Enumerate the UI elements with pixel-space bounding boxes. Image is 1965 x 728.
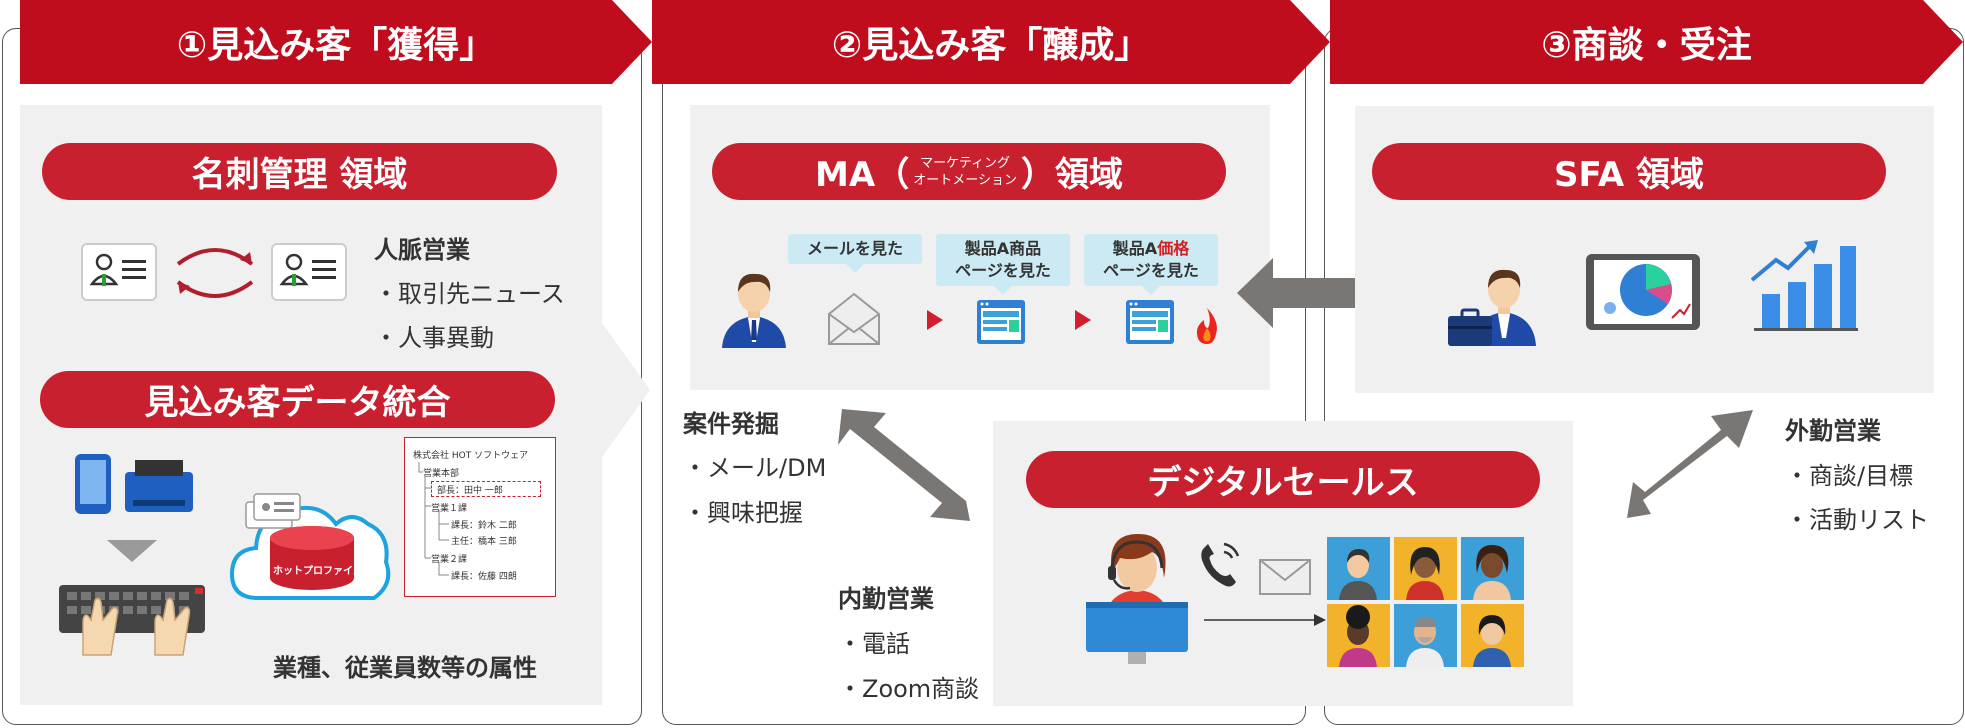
- org-sec1-member-1: 課長：鈴木 二郎: [451, 521, 517, 531]
- bubble-product-line1: 製品A商品: [964, 239, 1042, 258]
- phone-icon: [1201, 542, 1240, 587]
- webpage-icon-1: [977, 300, 1025, 344]
- webpage-icon-2: [1126, 300, 1174, 344]
- bubble-price-line2: ページを見た: [1103, 261, 1199, 280]
- business-card-exchange-icon: [81, 243, 347, 301]
- ma-prefix: MA（: [815, 155, 910, 195]
- case-discovery-title: 案件発掘: [683, 410, 779, 438]
- case-item-interest: ・興味把握: [683, 499, 803, 527]
- sales-arrow: [1204, 614, 1326, 626]
- bubble-product-line2: ページを見た: [955, 261, 1051, 280]
- device-input-icon: [59, 454, 205, 656]
- ma-small-1: マーケティング: [920, 155, 1011, 171]
- sfa-pill: SFA 領域: [1372, 143, 1886, 200]
- bubble-price-a: 製品A: [1112, 239, 1158, 258]
- stage-3-header: ③商談・受注: [1330, 0, 1963, 84]
- org-company: 株式会社 HOT ソフトウェア: [413, 451, 529, 461]
- inside-item-zoom: ・Zoom商談: [838, 675, 980, 703]
- org-sec2-member-1: 課長：佐藤 四朗: [451, 572, 517, 582]
- stage-1-header: ①見込み客「獲得」: [20, 0, 652, 84]
- sfa-digital-double-arrow: [1627, 410, 1753, 518]
- stage1-panel-pointer: [600, 320, 650, 460]
- attributes-caption: 業種、従業員数等の属性: [273, 654, 537, 682]
- digital-sales-pill: デジタルセールス: [1026, 451, 1540, 508]
- org-tree-lines: [418, 462, 449, 576]
- stage-2-header: ②見込み客「醸成」: [652, 0, 1330, 84]
- customer-faces-grid: [1327, 537, 1524, 667]
- network-item-news: ・取引先ニュース: [374, 280, 565, 308]
- ma-digital-double-arrow: [838, 409, 970, 521]
- ma-suffix: ）領域: [1020, 155, 1123, 195]
- bubble-product: 製品A商品 ページを見た: [936, 234, 1070, 295]
- bubble-mail: メールを見た: [788, 234, 922, 273]
- org-chart-card: 株式会社 HOT ソフトウェア 営業本部 部長：田中 一郎 営業１課 課長：鈴木…: [404, 437, 556, 597]
- bubble-price: 製品A価格 ページを見た: [1084, 234, 1218, 295]
- org-highlight-person: 部長：田中 一郎: [437, 486, 503, 496]
- org-dept: 営業本部: [423, 469, 460, 479]
- ma-pill: MA（ マーケティング オートメーション ）領域: [712, 143, 1226, 200]
- mail-icon: [1259, 559, 1311, 595]
- field-item-activities: ・活動リスト: [1785, 506, 1929, 534]
- play-arrow-2-icon: [1075, 310, 1091, 330]
- growth-bar-chart-icon: [1750, 240, 1858, 331]
- fire-icon: [1196, 308, 1217, 344]
- envelope-icon: [828, 292, 880, 345]
- businessman-briefcase-icon: [1448, 269, 1536, 346]
- org-sec2: 営業２課: [431, 555, 468, 565]
- field-item-deals: ・商談/目標: [1785, 462, 1914, 490]
- ma-sfa-double-arrow: [1237, 258, 1397, 328]
- network-sales-title: 人脈営業: [374, 236, 470, 264]
- tablet-pie-chart-icon: [1586, 254, 1700, 330]
- ma-small-2: オートメーション: [913, 172, 1017, 188]
- meishi-pill: 名刺管理 領域: [42, 143, 557, 200]
- case-item-mail: ・メール/DM: [683, 454, 827, 482]
- hot-profile-cloud-icon: [229, 493, 391, 600]
- integration-pill: 見込み客データ統合: [40, 371, 555, 428]
- org-sec1-member-2: 主任：橋本 三郎: [451, 537, 517, 547]
- field-sales-title: 外勤営業: [1785, 417, 1881, 445]
- inside-sales-title: 内勤営業: [838, 585, 934, 613]
- play-arrow-1-icon: [927, 310, 943, 330]
- org-sec1: 営業１課: [431, 504, 468, 514]
- call-operator-icon: [1086, 534, 1188, 664]
- org-highlight-box: [431, 481, 541, 497]
- cloud-label: ホットプロファイル: [273, 566, 363, 577]
- businessman-icon: [722, 273, 786, 348]
- bubble-price-b: 価格: [1157, 239, 1190, 258]
- inside-item-phone: ・電話: [838, 630, 910, 658]
- network-item-personnel: ・人事異動: [374, 324, 494, 352]
